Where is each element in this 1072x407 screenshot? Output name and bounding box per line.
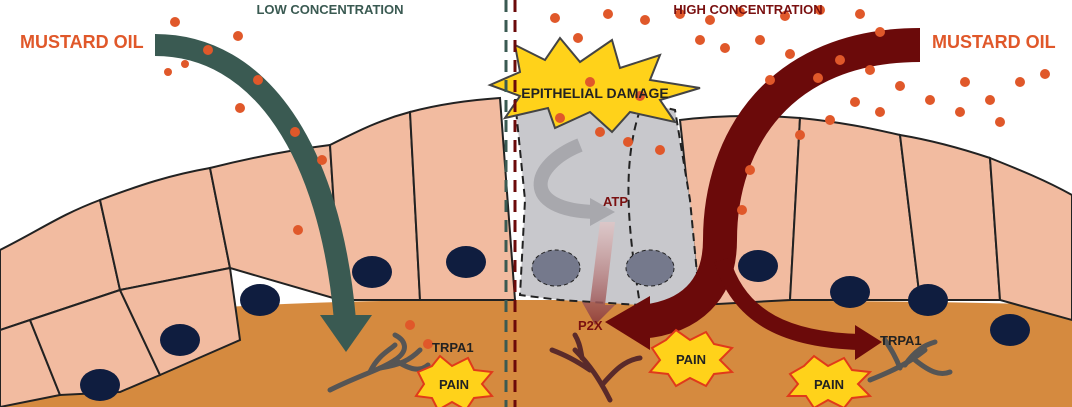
- low-concentration-label: LOW CONCENTRATION: [256, 2, 403, 17]
- p2x-label: P2X: [578, 318, 603, 333]
- damaged-nucleus-right: [625, 249, 675, 287]
- pain-burst-right: [785, 354, 873, 407]
- epithelial-damage-label: EPITHELIAL DAMAGE: [521, 85, 669, 101]
- cell-nuclei: [80, 246, 1030, 401]
- low-concentration-arrowhead: [320, 315, 372, 352]
- pain-label-center: PAIN: [676, 352, 706, 367]
- pain-burst-center: [648, 328, 735, 388]
- mustard-oil-droplets: [164, 5, 1050, 349]
- atp-release-arrow: [533, 138, 596, 219]
- high-concentration-arrow-main: [638, 28, 921, 339]
- nerve-ending-right-icon: [867, 337, 953, 383]
- high-concentration-arrowhead-right: [855, 325, 882, 360]
- mustard-oil-label-left: MUSTARD OIL: [20, 32, 144, 52]
- nerve-ending-center-icon: [549, 332, 643, 403]
- high-concentration-arrow-branch: [714, 257, 861, 350]
- nerve-ending-left-icon: [327, 332, 431, 393]
- epithelial-cells: [0, 96, 1072, 407]
- pain-label-right: PAIN: [814, 377, 844, 392]
- high-concentration-arrowhead-left: [605, 296, 650, 350]
- damaged-nucleus-left: [531, 249, 581, 287]
- trpa1-label-right: TRPA1: [880, 333, 922, 348]
- mustard-oil-label-right: MUSTARD OIL: [932, 32, 1056, 52]
- pain-burst-left: [414, 354, 494, 407]
- low-concentration-arrow: [154, 34, 356, 321]
- atp-release-arrowhead: [590, 198, 615, 226]
- high-concentration-label: HIGH CONCENTRATION: [673, 2, 822, 17]
- atp-to-p2x-arrow: [582, 222, 615, 325]
- pain-label-left: PAIN: [439, 377, 469, 392]
- atp-label: ATP: [603, 194, 628, 209]
- trpa1-label-left: TRPA1: [432, 340, 474, 355]
